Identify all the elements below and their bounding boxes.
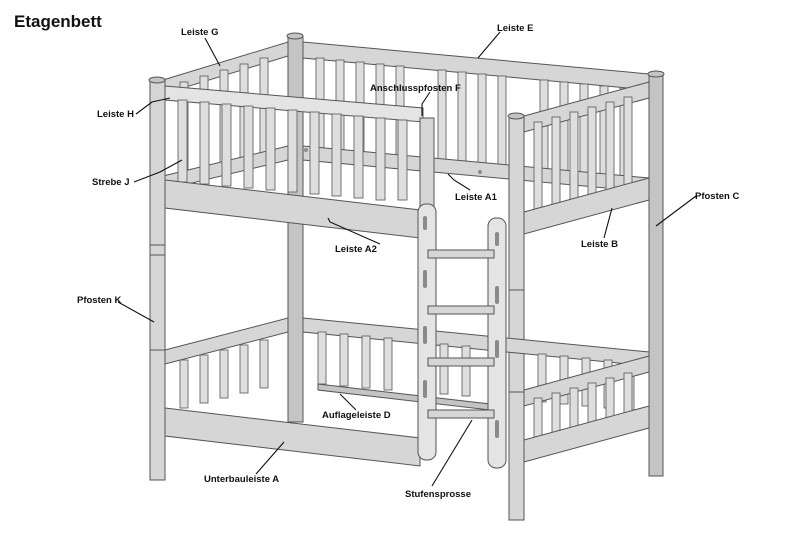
front-right-post: [507, 112, 525, 521]
lower-right-side: [523, 355, 650, 463]
label-leiste-g: Leiste G: [181, 27, 219, 38]
upper-front-guard: [164, 85, 424, 201]
label-leiste-h: Leiste H: [97, 109, 134, 120]
ladder: [417, 203, 507, 469]
lower-front-rail: [164, 407, 421, 467]
connection-post-f: [419, 117, 435, 211]
label-leiste-a1: Leiste A1: [455, 192, 498, 203]
leader-lines: [117, 31, 697, 487]
label-unterbauleiste-a: Unterbauleiste A: [204, 474, 279, 485]
bed-drawing: [148, 32, 665, 521]
label-leiste-b: Leiste B: [581, 239, 618, 250]
label-anschlusspfosten-f: Anschlusspfosten F: [370, 83, 461, 94]
label-strebe-j: Strebe J: [92, 177, 130, 188]
label-pfosten-k: Pfosten K: [77, 295, 121, 306]
part-labels: Leiste G Leiste E Anschlusspfosten F Lei…: [77, 23, 739, 500]
upper-right-side: [523, 81, 650, 235]
label-pfosten-c: Pfosten C: [695, 191, 739, 202]
front-left-post: [148, 76, 166, 481]
label-leiste-a2: Leiste A2: [335, 244, 377, 255]
label-auflageleiste-d: Auflageleiste D: [322, 410, 391, 421]
label-leiste-e: Leiste E: [497, 23, 533, 34]
lower-left-side: [164, 317, 289, 409]
label-stufensprosse: Stufensprosse: [405, 489, 471, 500]
diagram-title: Etagenbett: [14, 12, 102, 31]
